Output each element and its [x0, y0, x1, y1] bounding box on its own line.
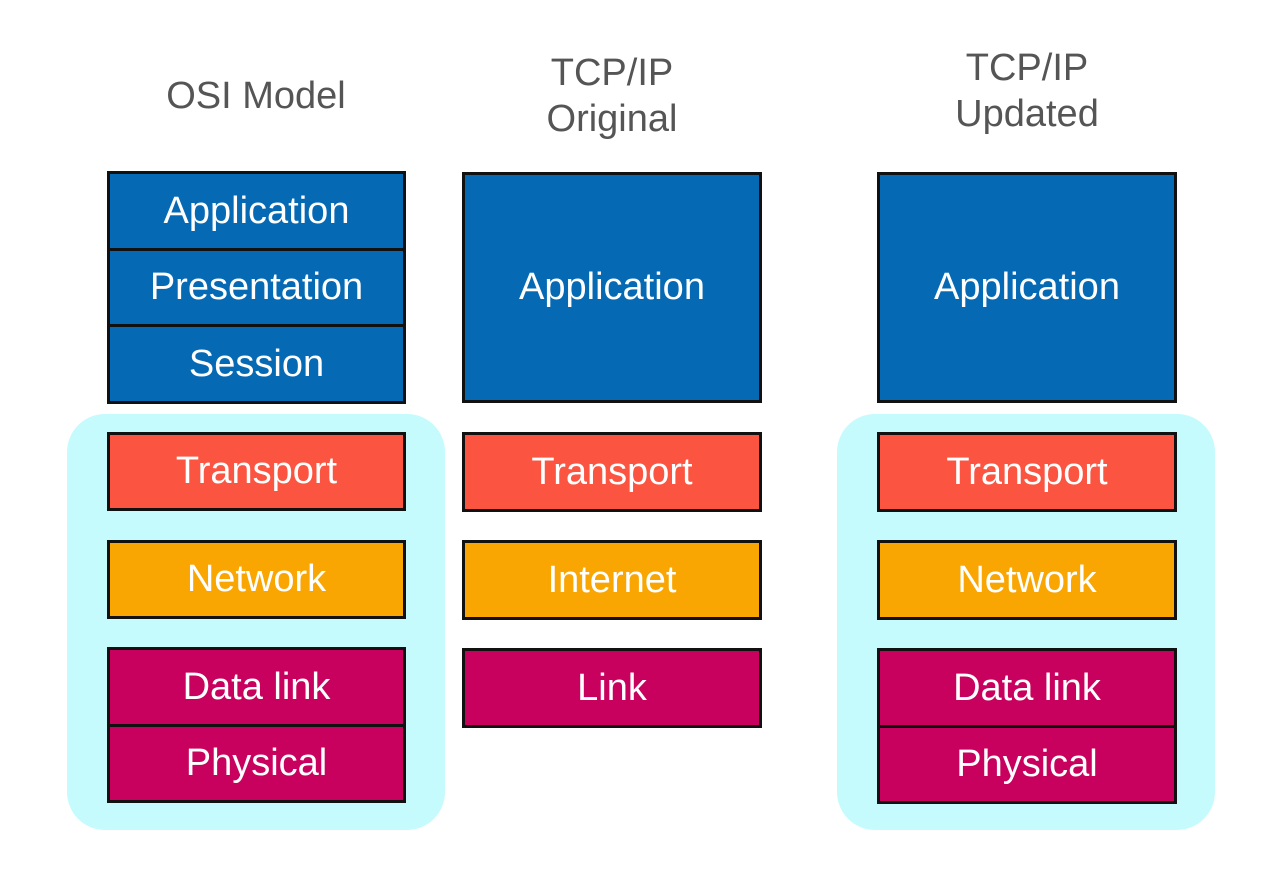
- tcpip-updated-title-line1: TCP/IP: [965, 47, 1089, 89]
- tcpip-original-transport-layer: Transport: [462, 432, 762, 512]
- tcpip-updated-column-title: TCP/IP Updated: [877, 45, 1177, 137]
- tcpip-original-internet-layer: Internet: [462, 540, 762, 620]
- osi-column-title: OSI Model: [166, 75, 346, 117]
- osi-presentation-layer: Presentation: [107, 248, 406, 327]
- tcpip-updated-title-line2: Updated: [955, 93, 1099, 135]
- osi-session-layer: Session: [107, 324, 406, 404]
- tcpip-original-link-layer: Link: [462, 648, 762, 728]
- osi-physical-layer: Physical: [107, 724, 406, 803]
- osi-data-link-layer: Data link: [107, 647, 406, 727]
- tcpip-original-title-line2: Original: [546, 98, 678, 140]
- tcpip-updated-network-layer: Network: [877, 540, 1177, 620]
- tcpip-original-application-layer: Application: [462, 172, 762, 403]
- tcpip-updated-transport-layer: Transport: [877, 432, 1177, 512]
- osi-transport-layer: Transport: [107, 432, 406, 511]
- tcpip-updated-physical-layer: Physical: [877, 725, 1177, 804]
- tcpip-updated-data-link-layer: Data link: [877, 648, 1177, 728]
- tcpip-original-title-line1: TCP/IP: [550, 52, 674, 94]
- tcpip-original-column-title: TCP/IP Original: [462, 50, 762, 142]
- tcpip-updated-application-layer: Application: [877, 172, 1177, 403]
- osi-network-layer: Network: [107, 540, 406, 619]
- osi-application-layer: Application: [107, 171, 406, 251]
